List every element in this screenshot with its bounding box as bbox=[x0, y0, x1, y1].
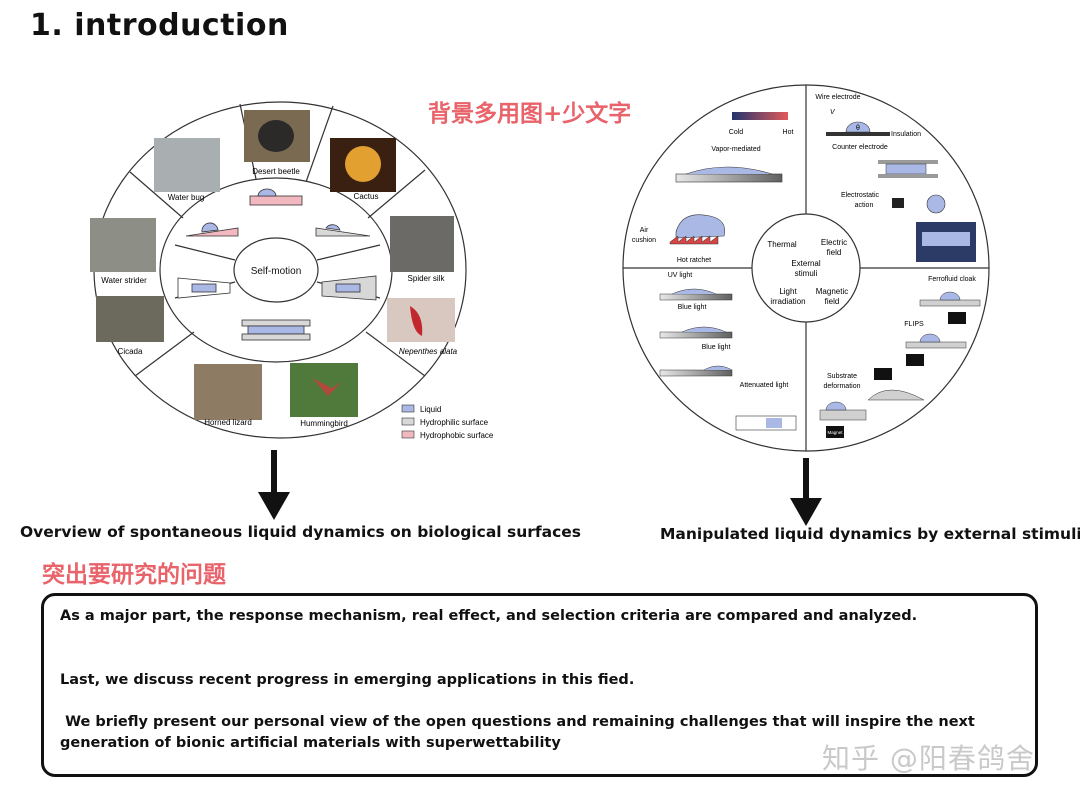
blue1-label: Blue light bbox=[678, 304, 707, 311]
magnet-label: Magnet bbox=[827, 430, 843, 435]
summary-box: As a major part, the response mechanism,… bbox=[41, 593, 1038, 777]
label-hummingbird: Hummingbird bbox=[300, 419, 348, 428]
legend: Liquid Hydrophilic surface Hydrophobic s… bbox=[401, 404, 494, 440]
uv-label: UV light bbox=[668, 272, 693, 279]
magnetic-label: Magnetic bbox=[816, 287, 848, 296]
wire-label: Wire electrode bbox=[815, 94, 860, 101]
label-nepenthes: Nepenthes alata bbox=[399, 347, 458, 356]
label-cactus: Cactus bbox=[354, 192, 379, 201]
attenuated-label: Attenuated light bbox=[740, 382, 789, 389]
label-spider-silk: Spider silk bbox=[408, 274, 446, 283]
v-label: V bbox=[830, 109, 836, 116]
label-cicada: Cicada bbox=[118, 347, 143, 356]
legend-hydrophilic: Hydrophilic surface bbox=[420, 418, 489, 427]
label-water-strider: Water strider bbox=[101, 276, 147, 285]
summary-paragraph-3: We briefly present our personal view of … bbox=[60, 714, 980, 751]
air-label: Air bbox=[640, 227, 649, 234]
arrow-down-right bbox=[790, 458, 822, 526]
external-label: External bbox=[791, 259, 821, 268]
page-title: 1. introduction bbox=[30, 8, 289, 43]
stimuli-label: stimuli bbox=[795, 269, 818, 278]
action-label: action bbox=[855, 202, 874, 209]
hot-label: Hot bbox=[783, 129, 794, 136]
counter-label: Counter electrode bbox=[832, 144, 888, 151]
irradiation-label: irradiation bbox=[770, 297, 805, 306]
blue2-label: Blue light bbox=[702, 344, 731, 351]
vapor-label: Vapor-mediated bbox=[711, 146, 760, 153]
arrow-down-left bbox=[258, 450, 290, 520]
magnetic-field-label: field bbox=[825, 297, 840, 306]
self-motion-label: Self-motion bbox=[251, 266, 302, 277]
label-water-bug: Water bug bbox=[168, 193, 205, 202]
label-desert-beetle: Desert beetle bbox=[252, 167, 300, 176]
cushion-label: cushion bbox=[632, 237, 656, 244]
right-figure-external-stimuli: External stimuli Thermal Electric field … bbox=[622, 84, 990, 452]
electric-label: Electric bbox=[821, 238, 847, 247]
label-horned-lizard: Horned lizard bbox=[204, 418, 252, 427]
substrate-label: Substrate bbox=[827, 373, 857, 380]
caption-right: Manipulated liquid dynamics by external … bbox=[660, 525, 1080, 543]
left-figure-biological-surfaces: Self-motion Desert beetle Cactus Spider … bbox=[90, 101, 494, 440]
light-label: Light bbox=[779, 287, 797, 296]
ratchet-label: Hot ratchet bbox=[677, 257, 711, 264]
note-highlight-problem: 突出要研究的问题 bbox=[42, 562, 226, 588]
ferro-label: Ferrofluid cloak bbox=[928, 276, 976, 283]
summary-paragraph-1: As a major part, the response mechanism,… bbox=[60, 608, 918, 624]
legend-liquid: Liquid bbox=[420, 405, 441, 414]
note-background-images: 背景多用图+少文字 bbox=[428, 101, 632, 127]
summary-paragraph-2: Last, we discuss recent progress in emer… bbox=[60, 672, 635, 688]
watermark: 知乎 @阳春鸽舍 bbox=[822, 742, 1035, 775]
deformation-label: deformation bbox=[824, 383, 861, 390]
theta-label: θ bbox=[856, 125, 860, 132]
thermal-label: Thermal bbox=[767, 240, 797, 249]
legend-hydrophobic: Hydrophobic surface bbox=[420, 431, 494, 440]
electrostatic-label: Electrostatic bbox=[841, 192, 880, 199]
field-label: field bbox=[827, 248, 842, 257]
insulation-label: Insulation bbox=[891, 131, 921, 138]
caption-left: Overview of spontaneous liquid dynamics … bbox=[20, 523, 582, 541]
flips-label: FLIPS bbox=[904, 321, 924, 328]
cold-label: Cold bbox=[729, 129, 744, 136]
